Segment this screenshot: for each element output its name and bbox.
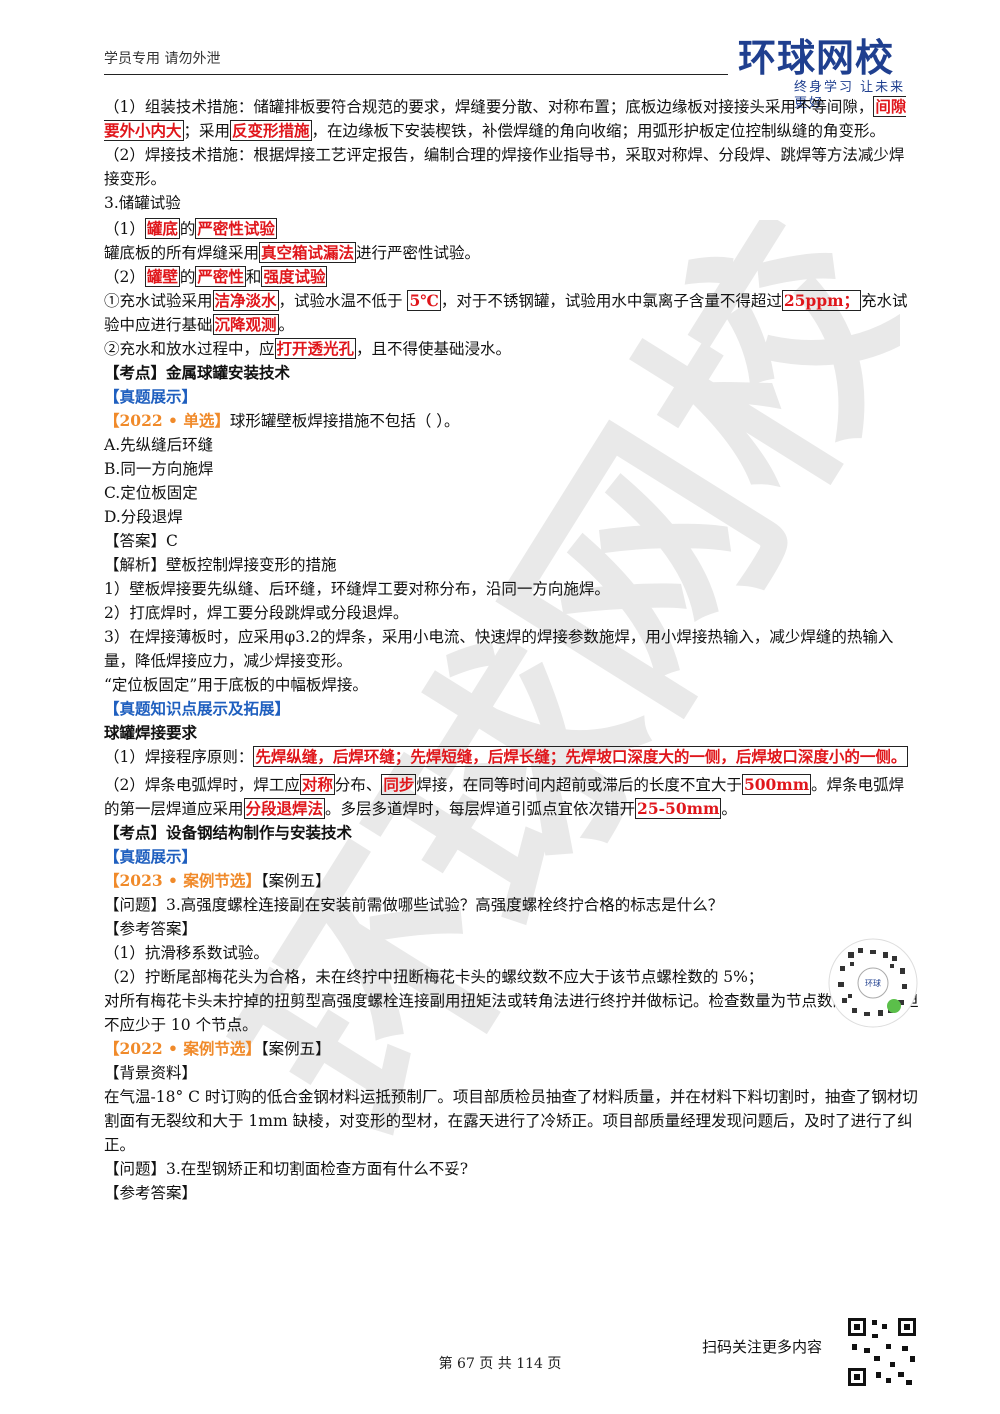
paragraph: （2）焊条电弧焊时，焊工应对称分布、同步焊接，在同等时间内超前或滞后的长度不宜大… — [104, 774, 905, 819]
logo-slogan: 终身学习 让未来更好 — [794, 80, 906, 111]
background-label: 【背景资料】 — [104, 1064, 198, 1082]
paragraph: （1）罐底的严密性试验 — [104, 218, 277, 239]
paragraph: 罐底板的所有焊缝采用真空箱试漏法进行严密性试验。 — [104, 242, 481, 263]
page-content: （1）组装技术措施：储罐排板要符合规范的要求，焊缝要分散、对称布置；底板边缘板对… — [104, 95, 919, 1205]
highlight: 先焊纵缝，后焊环缝；先焊短缝，后焊长缝；先焊坡口深度大的一侧，后焊坡口深度小的一… — [253, 746, 909, 767]
case-tag: 【2023 • 案例节选】【案例五】 — [104, 871, 331, 890]
paragraph: ①充水试验采用洁净淡水，试验水温不低于 5℃，对于不锈钢罐，试验用水中氯离子含量… — [104, 290, 908, 335]
highlight: 分段退焊法 — [243, 798, 326, 819]
highlight: 严密性试验 — [195, 218, 277, 239]
highlight: 严密性 — [195, 266, 246, 287]
highlight: 同步 — [381, 774, 417, 795]
paragraph: （2）罐壁的严密性和强度试验 — [104, 266, 328, 287]
answer: 【答案】C — [104, 532, 178, 550]
brand-logo: 环球网校 终身学习 让未来更好 — [738, 36, 918, 111]
paragraph: （1）焊接程序原则：先焊纵缝，后焊环缝；先焊短缝，后焊长缝；先焊坡口深度大的一侧… — [104, 746, 909, 767]
explanation-item: 3）在焊接薄板时，应采用φ3.2的焊条，采用小电流、快速焊的焊接参数施焊，用小焊… — [104, 628, 894, 670]
highlight: 沉降观测 — [212, 314, 279, 335]
explanation-item: “定位板固定”用于底板的中幅板焊接。 — [104, 676, 368, 694]
zhenti-label: 【真题展示】 — [104, 387, 198, 406]
answer-item: 对所有梅花卡头未拧掉的扭剪型高强度螺栓连接副用扭矩法或转角法进行终拧并做标记。检… — [104, 992, 919, 1034]
page-number: 第 67 页 共 114 页 — [438, 1356, 562, 1372]
paragraph: （1）组装技术措施：储罐排板要符合规范的要求，焊缝要分散、对称布置；底板边缘板对… — [104, 96, 907, 141]
highlight: 强度试验 — [261, 266, 328, 287]
kaodian-heading: 【考点】金属球罐安装技术 — [104, 363, 291, 382]
highlight: 反变形措施 — [230, 120, 312, 141]
knowledge-label: 【真题知识点展示及拓展】 — [104, 699, 291, 718]
question: 【问题】3.在型钢矫正和切割面检查方面有什么不妥? — [104, 1160, 469, 1178]
reference-answer-label: 【参考答案】 — [104, 920, 198, 938]
option-d: D.分段退焊 — [104, 508, 183, 526]
answer-item: （2）拧断尾部梅花头为合格，未在终拧中扭断梅花卡头的螺纹数不应大于该节点螺栓数的… — [104, 968, 764, 986]
highlight: 对称 — [299, 774, 335, 795]
header-divider — [104, 74, 728, 75]
paragraph: ②充水和放水过程中，应打开透光孔，且不得使基础浸水。 — [104, 338, 512, 359]
zhenti-label: 【真题展示】 — [104, 847, 198, 866]
explanation-title: 【解析】壁板控制焊接变形的措施 — [104, 556, 337, 574]
explanation-item: 1）壁板焊接要先纵缝、后环缝，环缝焊工要对称分布，沿同一方向施焊。 — [104, 580, 610, 598]
highlight: 25ppm； — [781, 290, 861, 311]
highlight: 25-50mm — [635, 798, 722, 819]
svg-text:环球: 环球 — [865, 978, 881, 988]
scan-prompt: 扫码关注更多内容 — [702, 1338, 823, 1356]
paragraph: （2）焊接技术措施：根据焊接工艺评定报告，编制合理的焊接作业指导书，采取对称焊、… — [104, 146, 905, 188]
question: 【2022 • 单选】球形罐壁板焊接措施不包括（ ）。 — [104, 411, 460, 430]
option-a: A.先纵缝后环缝 — [104, 436, 214, 454]
highlight: 罐壁 — [144, 266, 180, 287]
question-tag: 【2022 • 单选】 — [104, 411, 230, 430]
explanation-item: 2）打底焊时，焊工要分段跳焊或分段退焊。 — [104, 604, 409, 622]
section-heading: 3.储罐试验 — [104, 194, 181, 212]
highlight: 间隙要外小内大 — [104, 96, 907, 141]
highlight: 打开透光孔 — [274, 338, 357, 359]
option-b: B.同一方向施焊 — [104, 460, 214, 478]
highlight: 500mm — [741, 774, 812, 795]
question: 【问题】3.高强度螺栓连接副在安装前需做哪些试验？高强度螺栓终拧合格的标志是什么… — [104, 896, 724, 914]
kaodian-heading: 【考点】设备钢结构制作与安装技术 — [104, 823, 353, 842]
answer-item: （1）抗滑移系数试验。 — [104, 944, 269, 962]
highlight: 罐底 — [144, 218, 180, 239]
highlight: 洁净淡水 — [212, 290, 279, 311]
background-text: 在气温-18° C 时订购的低合金钢材料运抵预制厂。项目部质检员抽查了材料质量，… — [104, 1088, 918, 1154]
mini-program-qr-icon: 环球 — [828, 938, 918, 1028]
sub-heading: 球罐焊接要求 — [104, 723, 198, 742]
header-disclaimer: 学员专用 请勿外泄 — [104, 51, 221, 67]
logo-main-text: 环球网校 — [738, 36, 895, 80]
highlight: 5℃ — [407, 290, 441, 311]
highlight: 真空箱试漏法 — [259, 242, 357, 263]
reference-answer-label: 【参考答案】 — [104, 1184, 198, 1202]
case-tag: 【2022 • 案例节选】【案例五】 — [104, 1039, 331, 1058]
option-c: C.定位板固定 — [104, 484, 198, 502]
qr-code-icon — [846, 1316, 918, 1388]
